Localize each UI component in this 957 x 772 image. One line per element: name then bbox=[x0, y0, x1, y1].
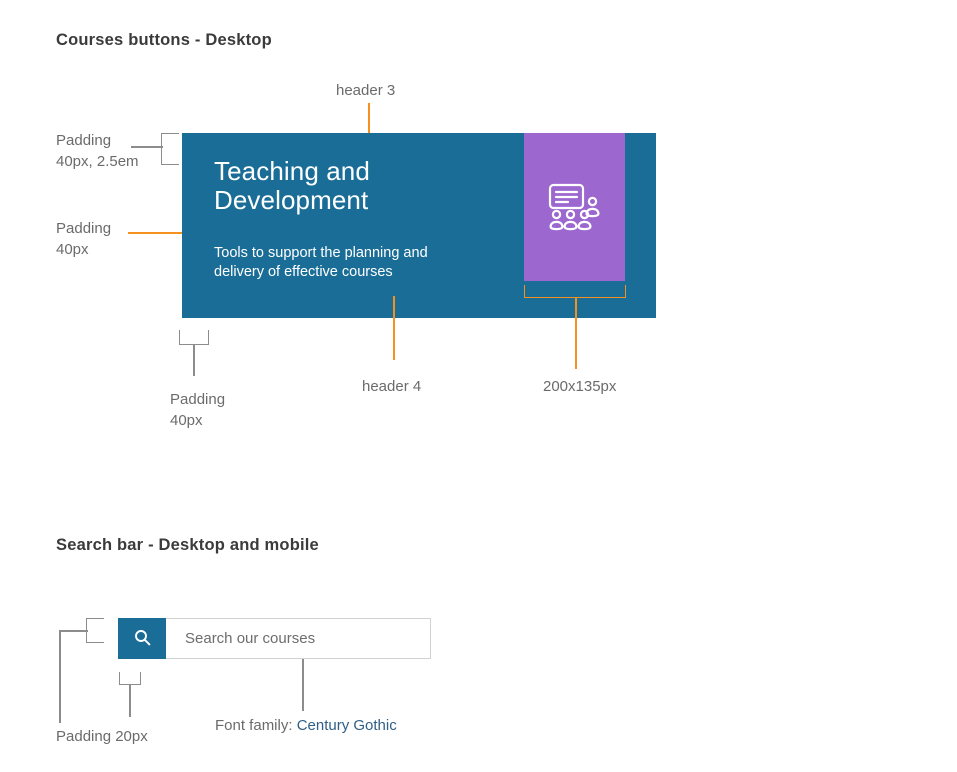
section-title-courses: Courses buttons - Desktop bbox=[56, 31, 272, 49]
search-input[interactable] bbox=[166, 618, 431, 659]
annotation-leader-header-4 bbox=[393, 296, 395, 360]
course-card-description: Tools to support the planning and delive… bbox=[214, 245, 428, 280]
annotation-leader-padding-search-vertical bbox=[59, 630, 61, 723]
font-family-value: Century Gothic bbox=[296, 717, 397, 734]
annotation-leader-image-size bbox=[575, 297, 577, 369]
presentation-audience-icon bbox=[547, 183, 603, 231]
annotation-label-padding-top-left: Padding 40px, 2.5em bbox=[56, 132, 139, 170]
annotation-label-padding-search: Padding 20px bbox=[56, 728, 148, 745]
section-title-search: Search bar - Desktop and mobile bbox=[56, 536, 319, 554]
annotation-leader-padding-left bbox=[128, 232, 190, 234]
course-card[interactable]: Teaching and Development Tools to suppor… bbox=[182, 133, 656, 318]
search-icon bbox=[134, 629, 151, 649]
course-card-image-panel bbox=[524, 133, 625, 281]
annotation-label-image-size: 200x135px bbox=[543, 378, 617, 395]
course-card-title: Teaching and Development bbox=[214, 156, 370, 215]
search-button[interactable] bbox=[118, 618, 166, 659]
course-card-text-block: Teaching and Development Tools to suppor… bbox=[214, 157, 514, 282]
font-family-prefix: Font family: bbox=[215, 717, 297, 734]
annotation-bracket-padding-bottom bbox=[179, 330, 209, 345]
annotation-bracket-padding-search bbox=[86, 618, 104, 643]
annotation-leader-padding-search-horizontal bbox=[59, 630, 88, 632]
annotation-leader-search-button-padding bbox=[129, 684, 131, 717]
annotation-bracket-padding-top-left bbox=[161, 133, 179, 165]
annotation-leader-padding-top-left bbox=[131, 146, 163, 148]
search-bar[interactable] bbox=[118, 618, 431, 659]
annotation-label-header-3: header 3 bbox=[336, 82, 396, 99]
annotation-label-padding-bottom: Padding 40px bbox=[170, 391, 226, 429]
annotation-label-font-family: Font family: Century Gothic bbox=[215, 715, 397, 736]
annotation-label-header-4: header 4 bbox=[362, 378, 422, 395]
annotation-leader-font-family bbox=[302, 659, 304, 711]
annotation-leader-padding-bottom bbox=[193, 344, 195, 376]
annotation-label-padding-left: Padding 40px bbox=[56, 220, 112, 258]
